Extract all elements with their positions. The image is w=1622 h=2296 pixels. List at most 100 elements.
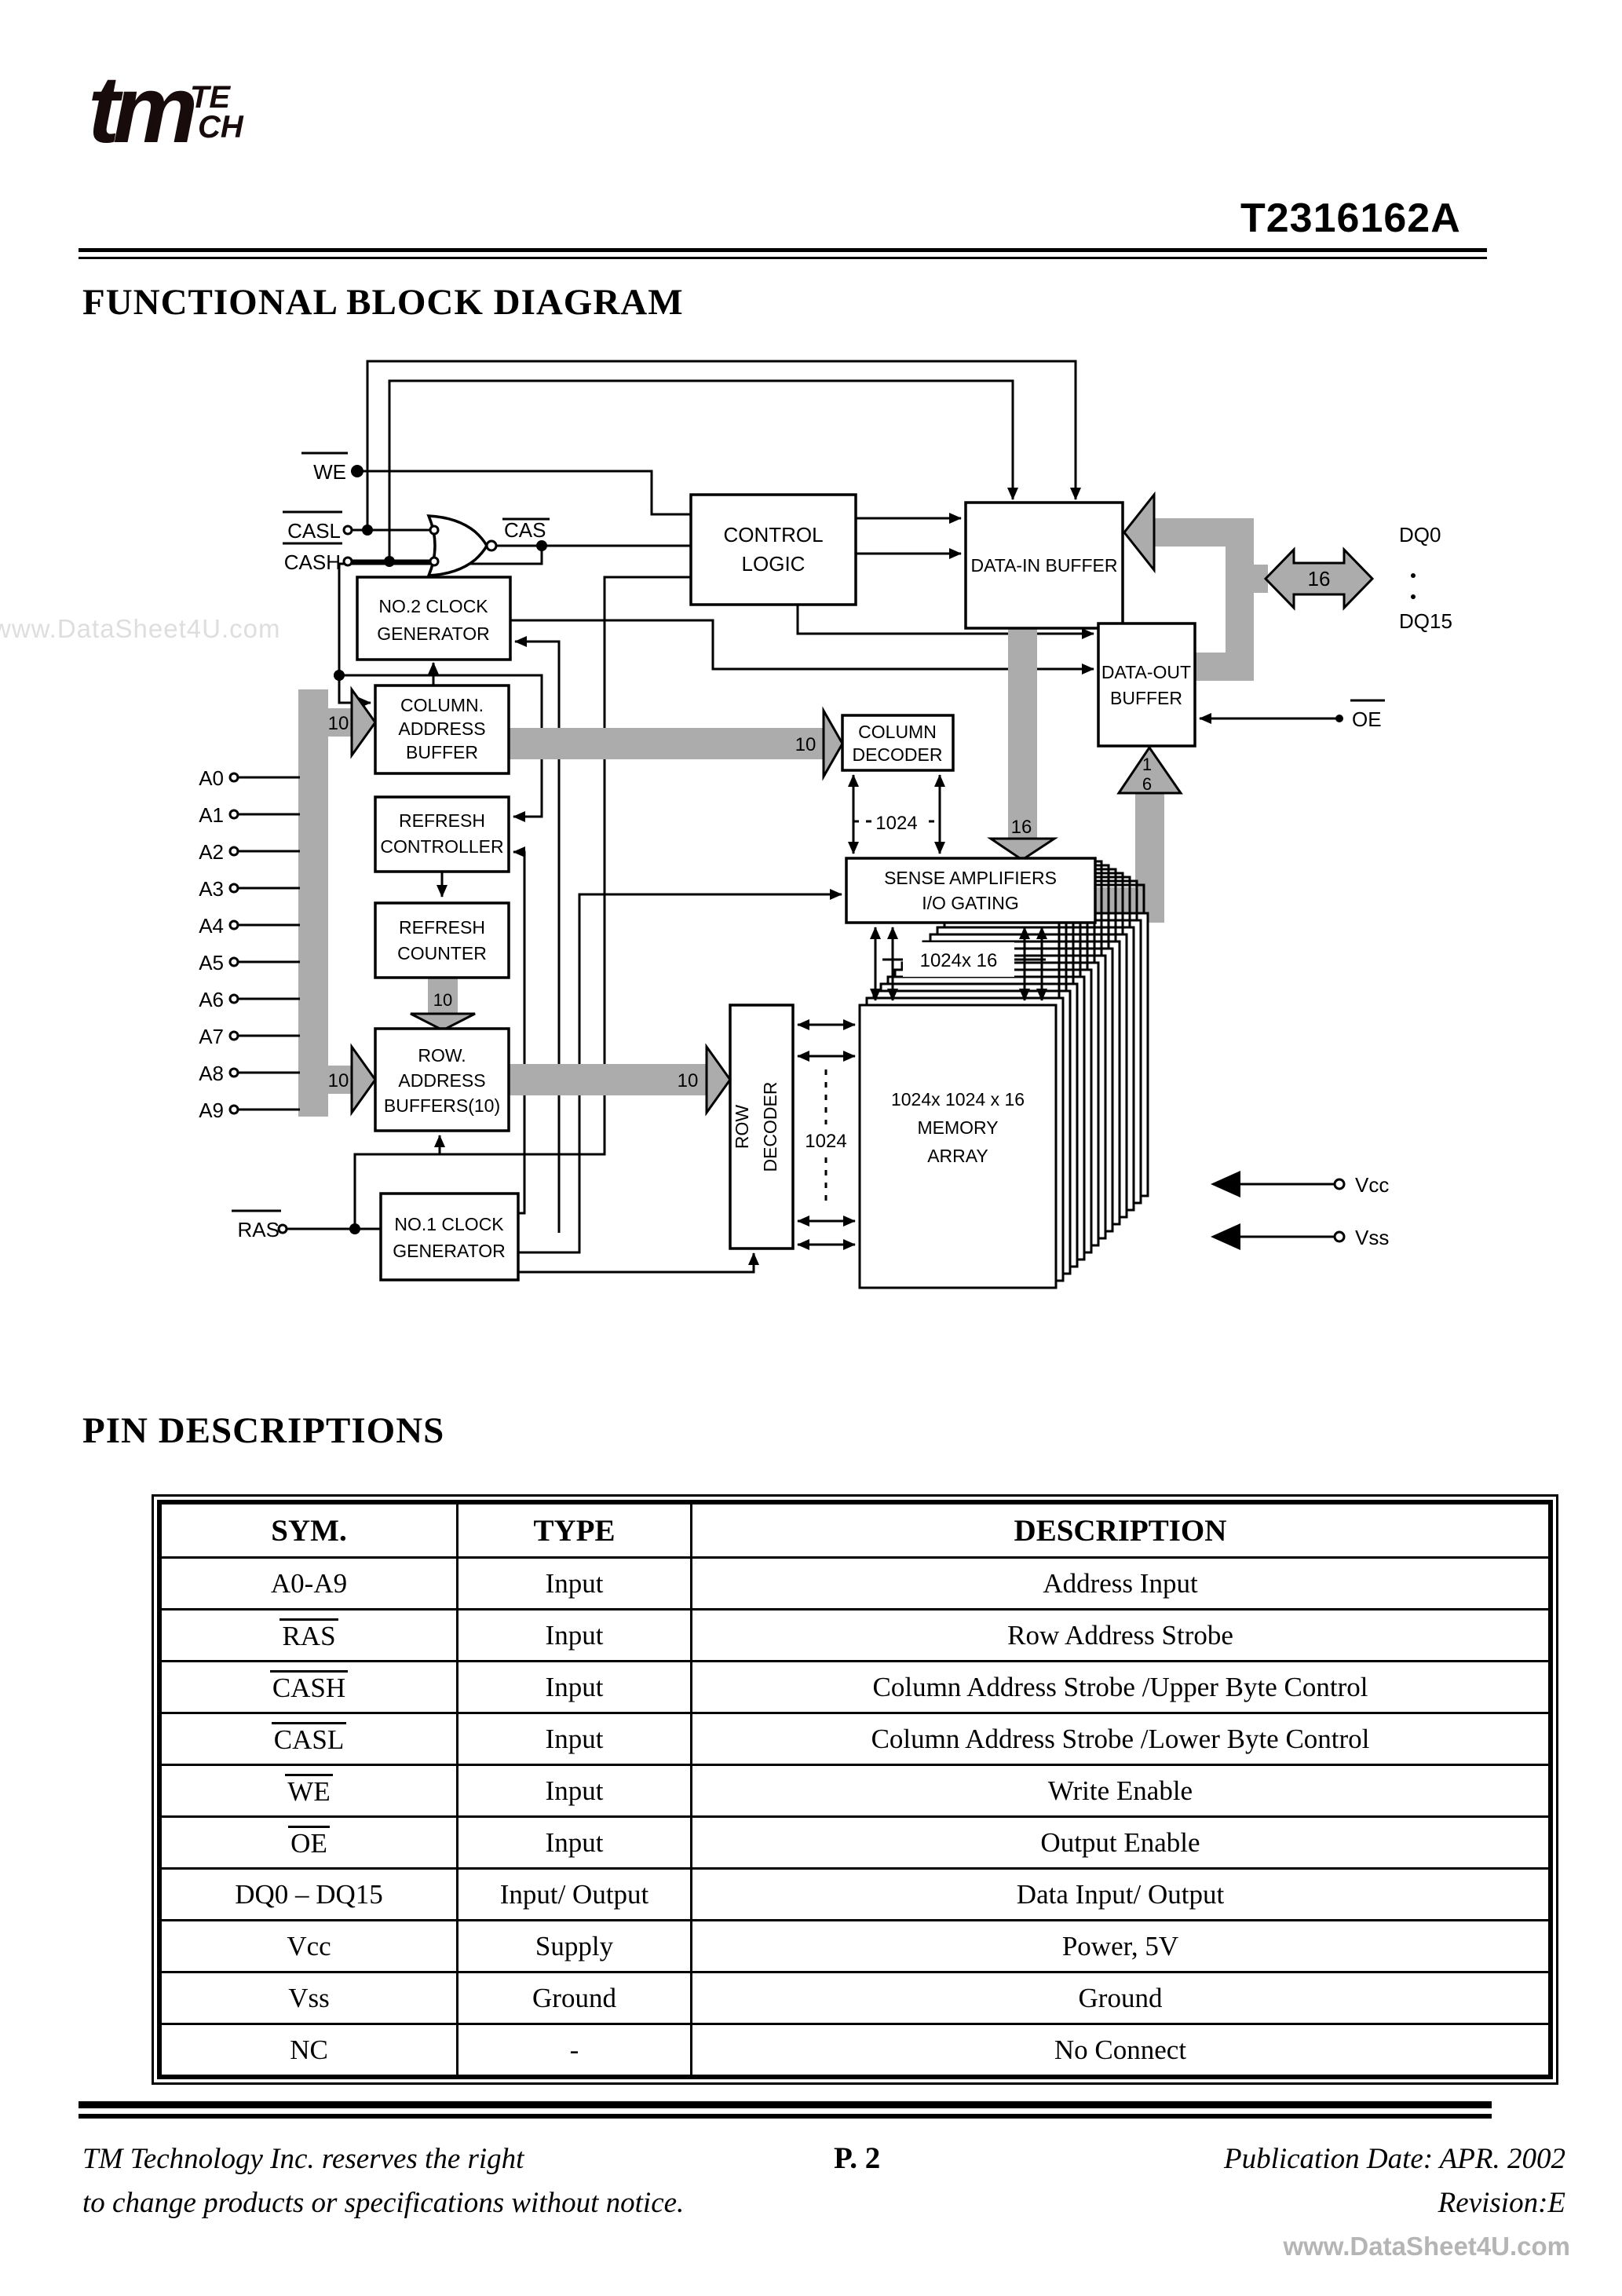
cell-type: - [456, 2023, 692, 2077]
address-pin [228, 772, 239, 783]
footer-publication-date: Publication Date: APR. 2002 [1223, 2143, 1565, 2175]
address-pin [228, 883, 239, 894]
diagram-title: FUNCTIONAL BLOCK DIAGRAM [82, 282, 684, 323]
oe-pin-dot [1335, 715, 1343, 722]
memory-plane [858, 1004, 1058, 1289]
svg-text:CONTROLLER: CONTROLLER [380, 836, 503, 857]
data-out-label: DATA-OUT [1101, 662, 1191, 682]
header-rule-top [79, 248, 1487, 252]
signal-labels: WE CASL CASH CAS RAS OE Vcc Vss DQ0 DQ15… [232, 452, 1452, 1249]
cell-sym: DQ0 – DQ15 [159, 1867, 458, 1921]
address-pin [228, 1030, 239, 1041]
footer-rule-top [79, 2101, 1492, 2108]
cas-label: CAS [504, 518, 546, 542]
casl-label: CASL [287, 519, 341, 543]
address-bus-arrow-col [350, 686, 377, 759]
vss-pin [1333, 1230, 1346, 1243]
block-control-logic [689, 493, 857, 606]
plane-size-label: 1024x 16 [920, 950, 998, 971]
address-pin-label-a1: A1 [199, 803, 224, 827]
svg-text:GENERATOR: GENERATOR [393, 1241, 506, 1261]
svg-text:ADDRESS: ADDRESS [398, 1070, 485, 1091]
cell-type: Supply [456, 1919, 692, 1973]
block-data-out-buffer [1097, 622, 1196, 748]
plane-io-line [1095, 879, 1138, 920]
block-refresh-controller [374, 795, 510, 873]
footer-page-number: P. 2 [834, 2141, 881, 2175]
cell-sym: CASL [159, 1712, 458, 1766]
svg-text:BUFFER: BUFFER [406, 742, 478, 762]
block-no1-clock [379, 1192, 520, 1281]
block-column-address-buffer [374, 684, 510, 775]
dq-bus-dataout [1195, 653, 1254, 681]
svg-text:COLUMN.: COLUMN. [400, 695, 484, 715]
bus-10-refresh: 10 [433, 990, 452, 1010]
svg-text:NO.1 CLOCK: NO.1 CLOCK [394, 1214, 504, 1234]
cell-type: Input [456, 1556, 692, 1610]
bus-10-row: 10 [678, 1070, 699, 1091]
table-row: NC-No Connect [159, 2023, 1551, 2077]
address-pin [228, 809, 239, 820]
svg-text:ARRAY: ARRAY [927, 1146, 988, 1166]
col-header-type: TYPE [456, 1502, 692, 1559]
address-pin-label-a7: A7 [199, 1025, 224, 1048]
cell-description: Data Input/ Output [690, 1867, 1551, 1921]
svg-text:BUFFER: BUFFER [1110, 688, 1182, 708]
cell-description: Address Input [690, 1556, 1551, 1610]
address-pin-label-a5: A5 [199, 951, 224, 974]
wire-no1clk-to-no2clk [514, 636, 561, 1233]
svg-text:BUFFERS(10): BUFFERS(10) [384, 1095, 500, 1116]
block-diagram: CONTROL LOGIC DATA-IN BUFFER NO.2 CLOCK … [199, 360, 1452, 1289]
plane-io-line [1095, 876, 1131, 927]
svg-text:NO.2 CLOCK: NO.2 CLOCK [378, 596, 488, 616]
address-pin-label-a6: A6 [199, 988, 224, 1011]
active-low-symbol: WE [285, 1774, 333, 1808]
row-address-bus [509, 1064, 707, 1095]
cell-type: Input [456, 1764, 692, 1818]
cell-type: Input [456, 1660, 692, 1714]
cell-type: Ground [456, 1971, 692, 2025]
svg-text:SENSE AMPLIFIERS: SENSE AMPLIFIERS [884, 868, 1057, 888]
cell-description: Column Address Strobe /Upper Byte Contro… [690, 1660, 1551, 1714]
plane-io-line [1095, 860, 1103, 956]
interconnects: 1024 1024x 16 1024 [796, 774, 1047, 1250]
plane-brackets [1058, 860, 1145, 998]
wire-no1clk-to-rowdecoder [518, 1252, 759, 1274]
plane-io-line [1095, 883, 1145, 913]
wire-ctl-to-dataout [796, 605, 1094, 639]
block-row-decoder [729, 1004, 795, 1250]
cell-sym: Vss [159, 1971, 458, 2025]
cell-sym: A0-A9 [159, 1556, 458, 1610]
cell-type: Input [456, 1608, 692, 1662]
memory-planes [858, 912, 1149, 1289]
dq-double-arrow [1263, 547, 1375, 611]
header-rule-bottom [79, 257, 1487, 259]
casl-pin [342, 525, 353, 536]
ras-pin [277, 1223, 288, 1234]
cell-description: No Connect [690, 2023, 1551, 2077]
address-pin-label-a3: A3 [199, 877, 224, 901]
write-data-bus [1008, 628, 1037, 839]
cell-description: Output Enable [690, 1815, 1551, 1870]
svg-text:MEMORY: MEMORY [917, 1117, 998, 1138]
footer-left-2: to change products or specifications wit… [82, 2187, 685, 2219]
column-address-bus [509, 728, 824, 759]
cell-description: Ground [690, 1971, 1551, 2025]
wire-ras-controllogic-rail [353, 576, 691, 1229]
row-1024-label: 1024 [805, 1131, 846, 1152]
address-pin [228, 993, 239, 1004]
svg-text:ROW: ROW [732, 1105, 752, 1150]
col-header-description: DESCRIPTION [690, 1502, 1551, 1559]
address-pin-label-a2: A2 [199, 840, 224, 864]
svg-text:REFRESH: REFRESH [399, 917, 485, 938]
address-pin [228, 956, 239, 967]
wire-casl-to-datain-top [366, 360, 1081, 530]
vss-arrow [1211, 1223, 1240, 1250]
plane-io-line [1095, 868, 1117, 941]
address-pin-label-a0: A0 [199, 766, 224, 790]
svg-text:GENERATOR: GENERATOR [377, 623, 490, 644]
